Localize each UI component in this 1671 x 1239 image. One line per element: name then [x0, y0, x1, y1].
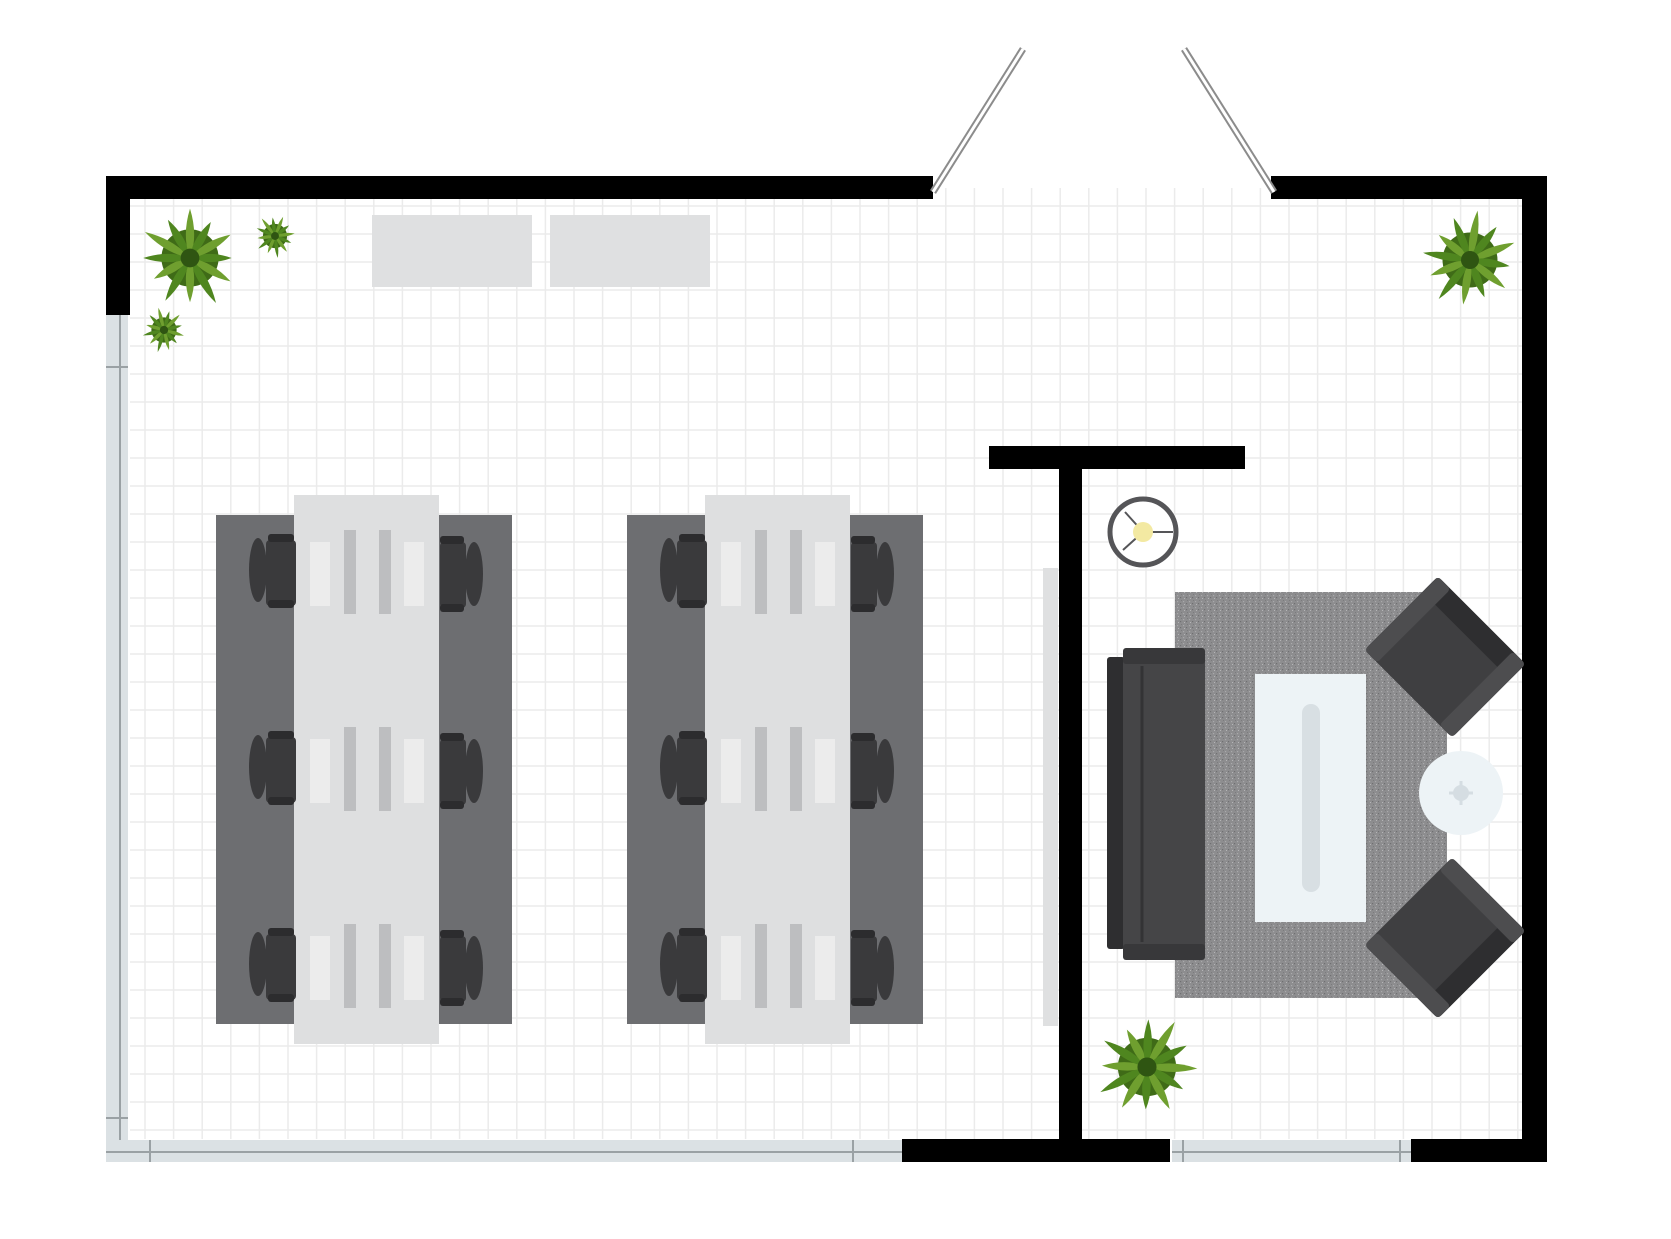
monitor — [310, 542, 330, 606]
partition-wall — [1059, 467, 1082, 1147]
office-chair[interactable] — [440, 536, 483, 612]
potted-plant — [1423, 210, 1515, 305]
potted-plant — [143, 208, 232, 304]
office-chair[interactable] — [851, 536, 894, 612]
cabinet — [372, 215, 532, 287]
monitor — [404, 739, 424, 803]
lamp-bulb — [1133, 522, 1153, 542]
divider — [344, 530, 356, 614]
office-chair[interactable] — [660, 731, 707, 805]
workstation-left — [216, 495, 512, 1044]
workstations — [216, 495, 923, 1044]
wall-top-right — [1271, 176, 1547, 199]
coffee-table[interactable] — [1255, 674, 1366, 922]
divider — [379, 530, 391, 614]
window-bottom-right — [1172, 1140, 1412, 1162]
office-chair[interactable] — [249, 731, 296, 805]
divider — [755, 924, 767, 1008]
office-chair[interactable] — [851, 930, 894, 1006]
monitor — [404, 936, 424, 1000]
divider — [379, 727, 391, 811]
monitor — [721, 542, 741, 606]
monitor — [310, 936, 330, 1000]
office-chair[interactable] — [249, 928, 296, 1002]
divider — [790, 924, 802, 1008]
armchair[interactable] — [1364, 576, 1525, 737]
wall-top-left — [106, 176, 933, 199]
office-chair[interactable] — [440, 733, 483, 809]
sideboard — [1043, 568, 1058, 1026]
potted-plant — [142, 307, 184, 353]
monitor — [310, 739, 330, 803]
monitor — [721, 739, 741, 803]
monitor — [815, 542, 835, 606]
divider — [344, 727, 356, 811]
window-bottom-left — [106, 1140, 904, 1162]
office-chair[interactable] — [440, 930, 483, 1006]
armchair[interactable] — [1364, 857, 1525, 1018]
window-left — [106, 315, 128, 1160]
office-chair[interactable] — [249, 534, 296, 608]
divider — [755, 727, 767, 811]
divider — [344, 924, 356, 1008]
workstation-right — [627, 495, 923, 1044]
walls — [106, 176, 1547, 1162]
side-table[interactable] — [1419, 751, 1503, 835]
potted-plant — [256, 216, 295, 258]
divider — [790, 727, 802, 811]
wall-left — [106, 176, 130, 315]
divider — [790, 530, 802, 614]
divider — [755, 530, 767, 614]
lounge-area — [1107, 496, 1525, 1018]
monitor — [815, 739, 835, 803]
office-chair[interactable] — [660, 534, 707, 608]
wall-bottom-right — [1411, 1139, 1547, 1162]
monitor — [721, 936, 741, 1000]
office-chair[interactable] — [660, 928, 707, 1002]
sofa[interactable] — [1107, 648, 1205, 960]
wall-right — [1522, 176, 1547, 1162]
partition-header — [989, 446, 1245, 469]
entrance-door[interactable] — [930, 47, 1277, 194]
potted-plant — [1100, 1019, 1198, 1110]
divider — [379, 924, 391, 1008]
cabinet — [550, 215, 710, 287]
office-chair[interactable] — [851, 733, 894, 809]
monitor — [404, 542, 424, 606]
plants — [142, 208, 1515, 1110]
floor-lamp[interactable] — [1107, 496, 1179, 568]
wall-bottom-middle — [902, 1139, 1170, 1162]
monitor — [815, 936, 835, 1000]
